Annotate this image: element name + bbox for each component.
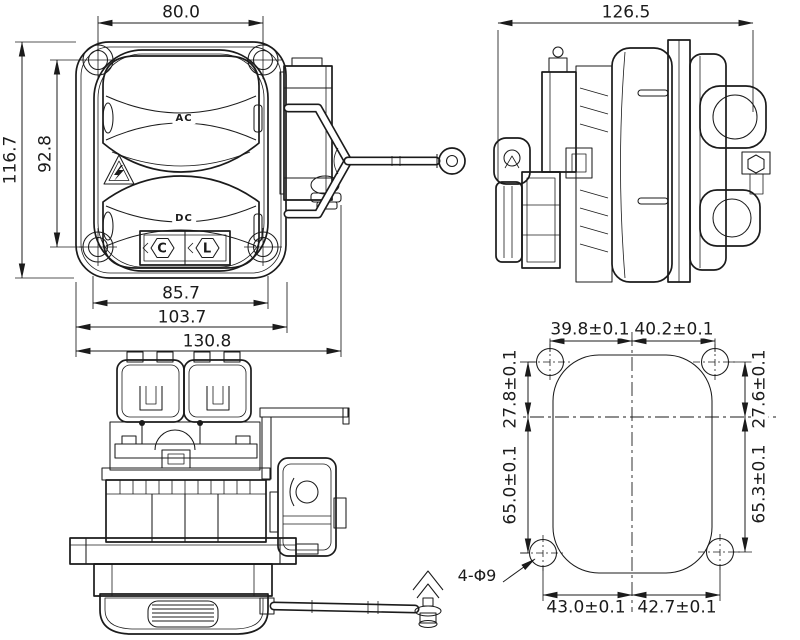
- bottom-side-connector: [269, 457, 347, 557]
- dim-flange-width: 103.7: [155, 307, 209, 328]
- bottom-view-drawing: [69, 351, 444, 635]
- dim-pitch-bottom-right: 42.7±0.1: [635, 597, 719, 618]
- dim-hole-pitch-y: 92.8: [35, 133, 56, 175]
- badge-l-label: L: [202, 241, 212, 257]
- cutout-view-drawing: [502, 332, 778, 612]
- dim-pitch-top-right: 40.2±0.1: [632, 319, 716, 340]
- dim-overall-width: 130.8: [180, 331, 234, 352]
- dim-hole-pitch-x: 80.0: [160, 2, 202, 23]
- dim-pitch-top-left: 39.8±0.1: [548, 319, 632, 340]
- dim-offset-lower-left: 65.0±0.1: [500, 443, 521, 527]
- side-main-body: [611, 47, 673, 283]
- side-rear-connectors: [493, 46, 577, 269]
- front-tether-strap: [283, 103, 466, 219]
- dim-pitch-bottom-left: 43.0±0.1: [544, 597, 628, 618]
- tether-ring: [438, 147, 466, 175]
- front-screw-holes: [79, 41, 282, 266]
- badge-c-label: C: [157, 241, 167, 257]
- dim-offset-lower-right: 65.3±0.1: [749, 442, 770, 526]
- side-view-drawing: [493, 19, 771, 283]
- bottom-mid-mechanism: [101, 420, 271, 543]
- dc-port-label: DC: [172, 214, 196, 224]
- front-view-drawing: [15, 16, 466, 357]
- bottom-connector-tops: [116, 351, 252, 423]
- bottom-tether-and-clip: [259, 570, 444, 629]
- side-flange-and-cap: [667, 39, 727, 283]
- high-voltage-warning-icon: [103, 154, 135, 185]
- cutout-dimension-lines: [502, 337, 752, 601]
- side-bellows: [565, 65, 613, 283]
- dim-opening-width: 85.7: [160, 283, 202, 304]
- cl-badge-plate: [139, 230, 231, 266]
- front-view-dimension-lines: [15, 16, 342, 357]
- ac-port-label: AC: [172, 114, 196, 124]
- dim-overall-height: 116.7: [0, 133, 21, 187]
- dim-offset-upper-left: 27.8±0.1: [500, 347, 521, 431]
- bottom-flange-and-cap: [69, 537, 297, 635]
- dim-offset-upper-right: 27.6±0.1: [749, 347, 770, 431]
- bottom-bracket-arm: [259, 407, 350, 480]
- side-mounting-lugs: [699, 85, 771, 247]
- dim-overall-depth: 126.5: [599, 2, 653, 23]
- hole-note-label: 4-Φ9: [455, 566, 499, 585]
- cutout-outline: [552, 354, 713, 574]
